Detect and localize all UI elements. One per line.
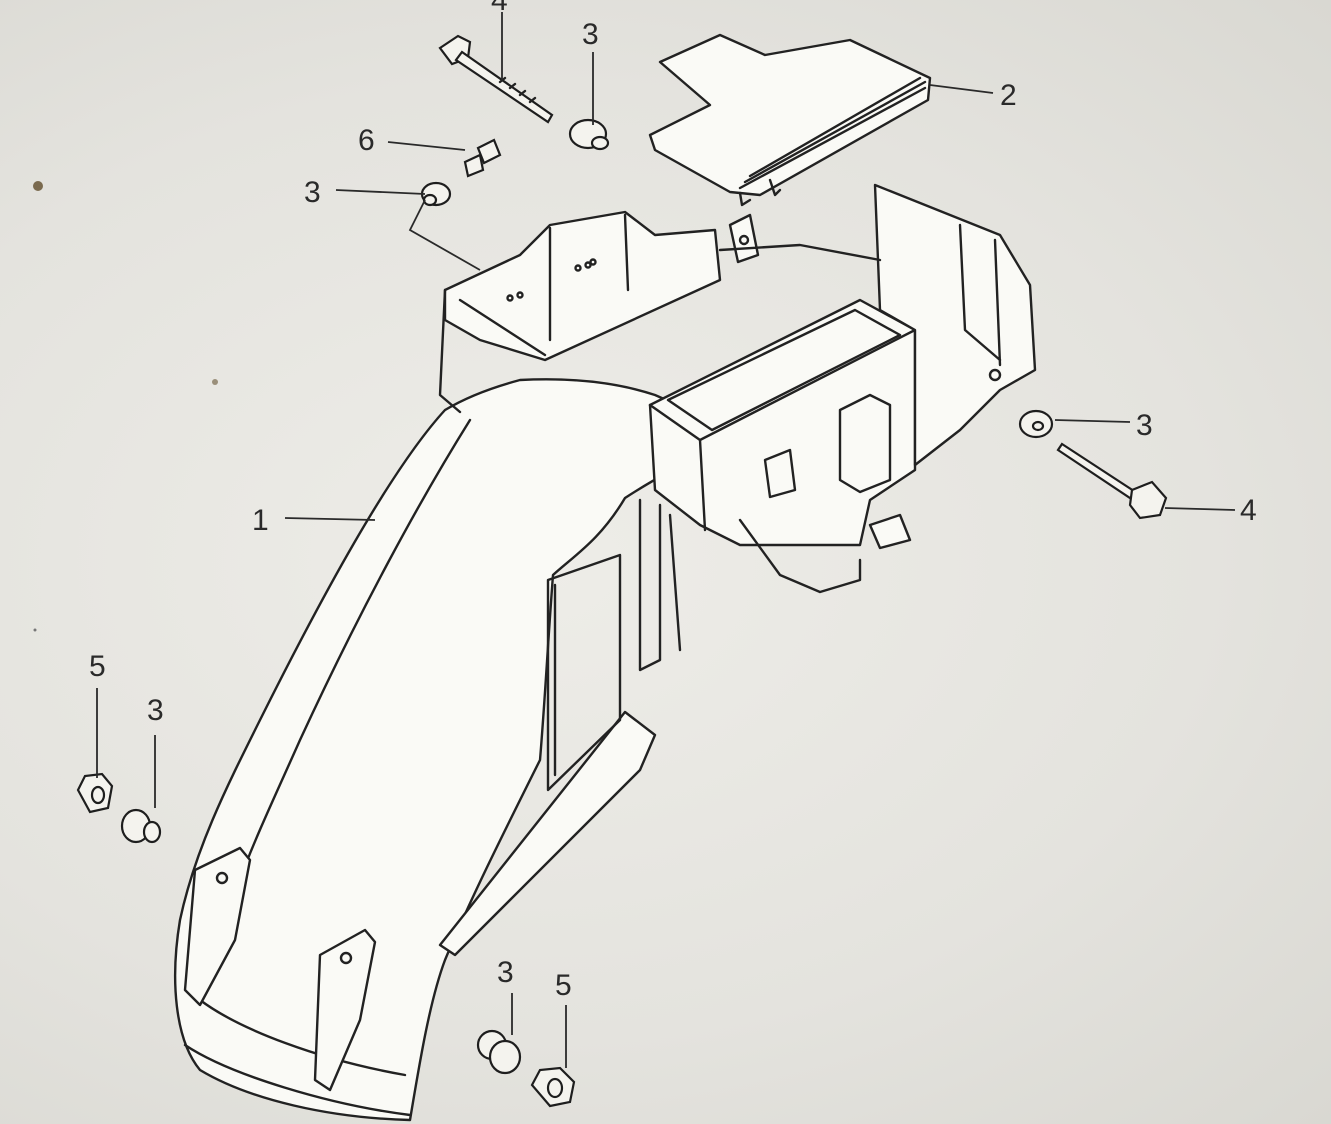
callout-4-top: 4 bbox=[491, 0, 508, 17]
grommet-bottom[interactable] bbox=[476, 1029, 522, 1075]
leader-lines bbox=[96, 12, 1236, 1068]
callout-6: 6 bbox=[358, 124, 375, 157]
callout-3-top-center: 3 bbox=[582, 18, 599, 51]
nut-bottom[interactable] bbox=[530, 1066, 576, 1108]
callout-2: 2 bbox=[1000, 79, 1017, 112]
callout-3-top-left: 3 bbox=[304, 176, 321, 209]
grommet-top-center[interactable] bbox=[568, 118, 610, 151]
paper-specks bbox=[33, 181, 218, 632]
callout-labels: 1 2 3 4 6 3 3 4 5 3 3 5 bbox=[89, 0, 1257, 1002]
callout-4-right: 4 bbox=[1240, 494, 1257, 527]
grommet-right[interactable] bbox=[1018, 409, 1054, 439]
grommet-top-left[interactable] bbox=[420, 181, 452, 207]
grommet-left[interactable] bbox=[120, 808, 162, 844]
screw[interactable] bbox=[463, 138, 502, 178]
callout-5-left: 5 bbox=[89, 650, 106, 683]
callout-3-right: 3 bbox=[1136, 409, 1153, 442]
bolt-right[interactable] bbox=[1056, 442, 1168, 520]
callout-3-left: 3 bbox=[147, 694, 164, 727]
callout-3-bottom: 3 bbox=[497, 956, 514, 989]
callout-5-bottom: 5 bbox=[555, 969, 572, 1002]
cover-part[interactable] bbox=[648, 33, 932, 207]
rear-fender-part[interactable] bbox=[173, 183, 1037, 1122]
callout-1: 1 bbox=[252, 504, 269, 537]
nut-left[interactable] bbox=[76, 772, 114, 814]
bolt-top[interactable] bbox=[438, 34, 554, 124]
